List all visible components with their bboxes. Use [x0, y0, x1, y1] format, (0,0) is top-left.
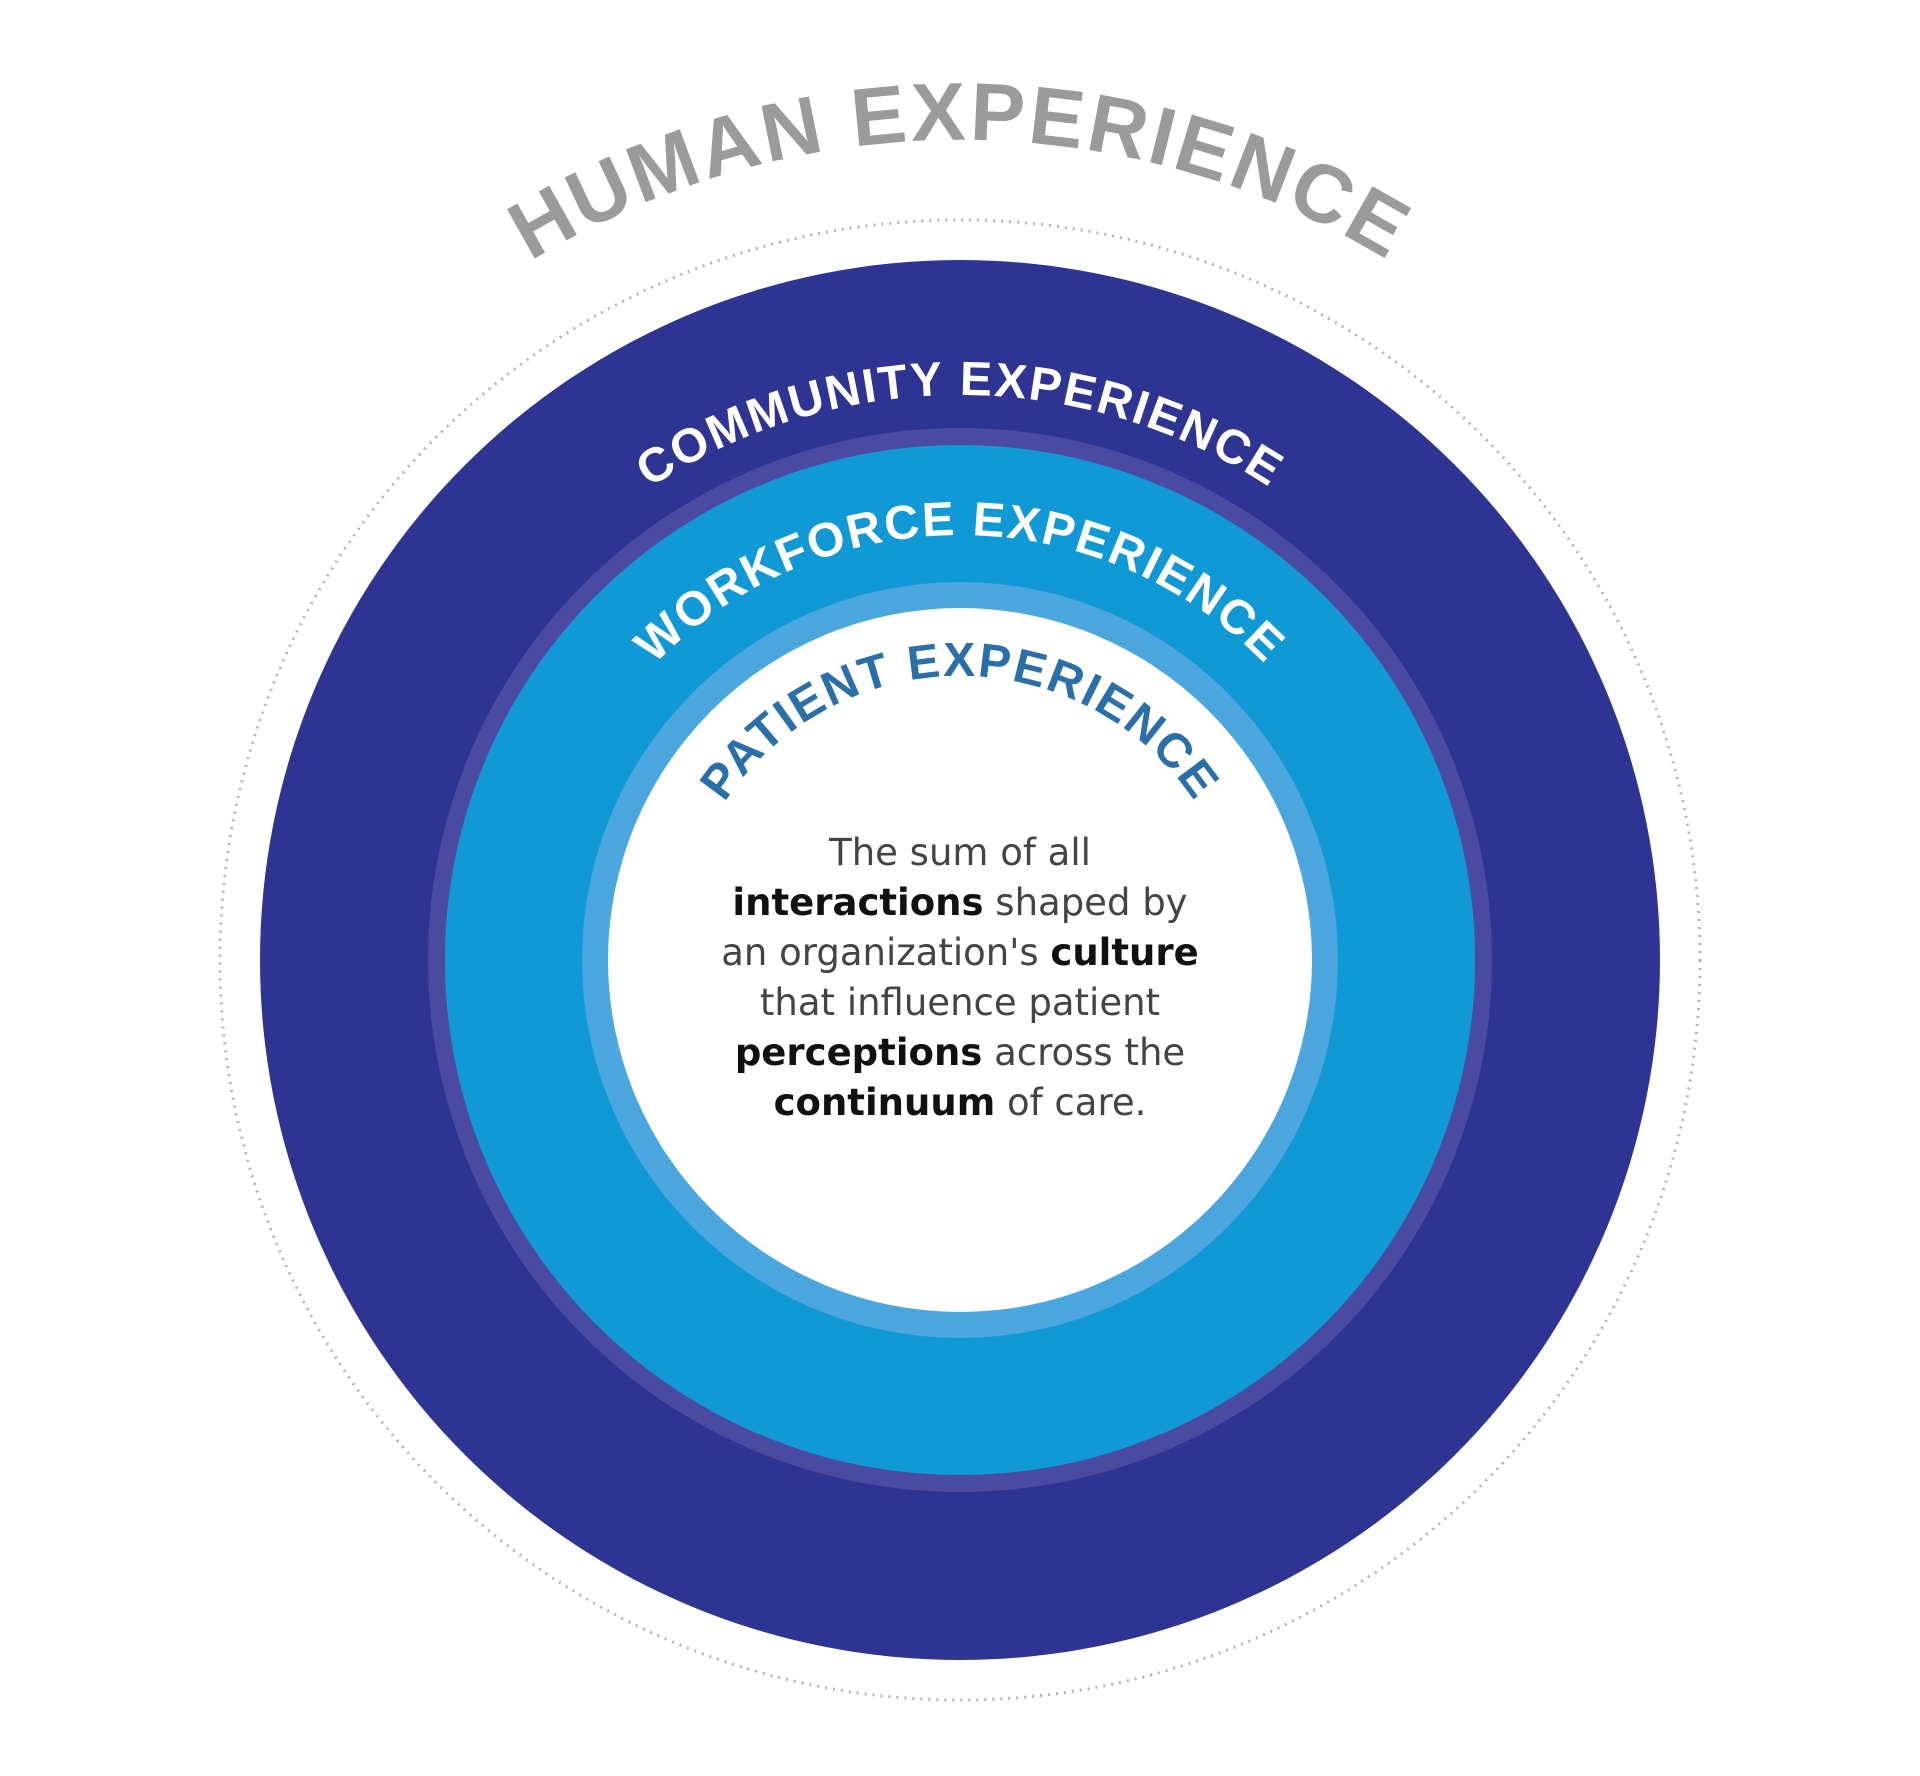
definition-text: shaped by	[983, 881, 1188, 924]
definition-text: of care.	[995, 1081, 1147, 1124]
definition-text: The sum of all	[829, 831, 1091, 874]
human-experience-label: HUMAN EXPERIENCE	[494, 67, 1426, 277]
definition-line-1: The sum of all	[700, 828, 1220, 878]
patient-experience-core	[608, 608, 1312, 1312]
definition-keyword-perceptions: perceptions	[734, 1031, 983, 1074]
definition-keyword-continuum: continuum	[773, 1081, 996, 1124]
definition-line-2: interactions shaped by	[700, 878, 1220, 928]
definition-line-3: an organization's culture	[700, 928, 1220, 978]
definition-text: that influence patient	[759, 981, 1161, 1024]
definition-keyword-culture: culture	[1050, 931, 1199, 974]
definition-line-6: continuum of care.	[700, 1078, 1220, 1128]
definition-line-5: perceptions across the	[700, 1028, 1220, 1078]
definition-keyword-interactions: interactions	[732, 881, 984, 924]
definition-line-4: that influence patient	[700, 978, 1220, 1028]
definition-text: an organization's	[721, 931, 1051, 974]
human-experience-ring	[218, 218, 1702, 1702]
definition-text: across the	[982, 1031, 1186, 1074]
patient-experience-definition: The sum of all interactions shaped by an…	[700, 828, 1220, 1128]
